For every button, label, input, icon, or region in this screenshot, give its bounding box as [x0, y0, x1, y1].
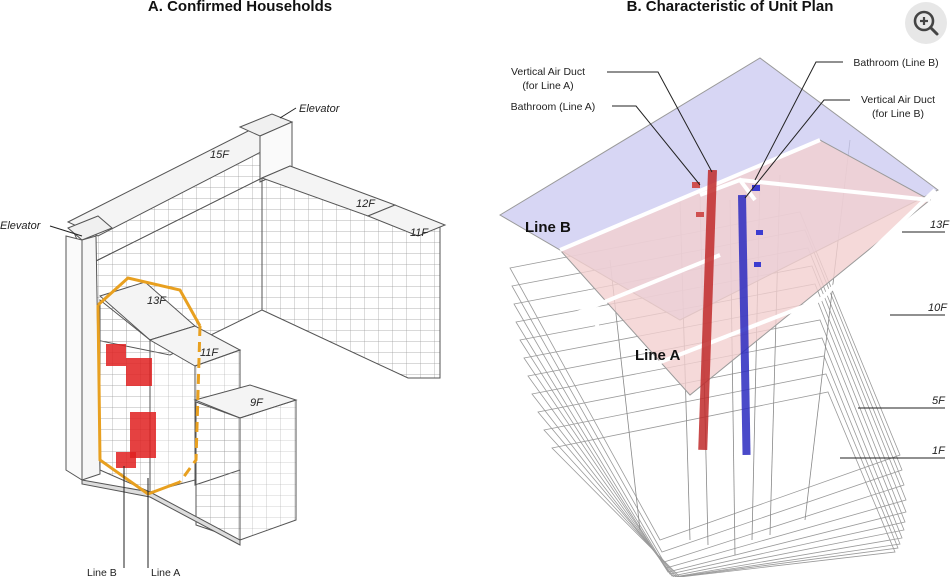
confirmed-unit [106, 344, 126, 366]
panel-b-title: B. Characteristic of Unit Plan [627, 0, 834, 15]
floor-label-12f: 12F [356, 198, 376, 210]
confirmed-unit [116, 452, 136, 468]
confirmed-households [106, 344, 156, 468]
line-a-label-b: Line A [635, 347, 680, 364]
duct-b-label-2: (for Line B) [872, 108, 924, 120]
duct-b-label-1: Vertical Air Duct [861, 94, 935, 106]
line-b-label-a: Line B [87, 567, 117, 577]
line-b-label-b: Line B [525, 219, 571, 236]
bathroom-b-label: Bathroom (Line B) [853, 57, 938, 69]
floor-marker-1f: 1F [932, 445, 946, 457]
floor-label-11f-mid: 11F [200, 347, 219, 359]
duct-a-label-1: Vertical Air Duct [511, 66, 585, 78]
elevator-label-top: Elevator [299, 103, 341, 115]
bathroom-a-label: Bathroom (Line A) [511, 101, 596, 113]
zoom-in-button[interactable] [905, 2, 947, 44]
elevator-label-left: Elevator [0, 220, 42, 232]
zoom-in-icon [913, 10, 939, 36]
line-a-label-a: Line A [151, 567, 180, 577]
panel-a-title: A. Confirmed Households [148, 0, 332, 15]
vertical-air-duct-line-a [692, 169, 717, 451]
floor-marker-5f: 5F [932, 395, 946, 407]
floor-label-11f-right: 11F [410, 227, 429, 239]
vertical-air-duct-line-b [738, 185, 763, 456]
floor-label-15f: 15F [210, 149, 230, 161]
floor-marker-13f: 13F [930, 219, 950, 231]
building-a [65, 113, 447, 546]
confirmed-unit [126, 358, 152, 386]
duct-a-label-2: (for Line A) [522, 80, 573, 92]
panel-b: B. Characteristic of Unit Plan [499, 0, 950, 578]
floor-label-9f: 9F [250, 397, 264, 409]
confirmed-unit [130, 412, 156, 458]
floor-label-13f: 13F [147, 295, 167, 307]
unit-plan-outline [559, 138, 937, 372]
floor-marker-10f: 10F [928, 302, 948, 314]
panel-a: A. Confirmed Households [0, 0, 447, 579]
